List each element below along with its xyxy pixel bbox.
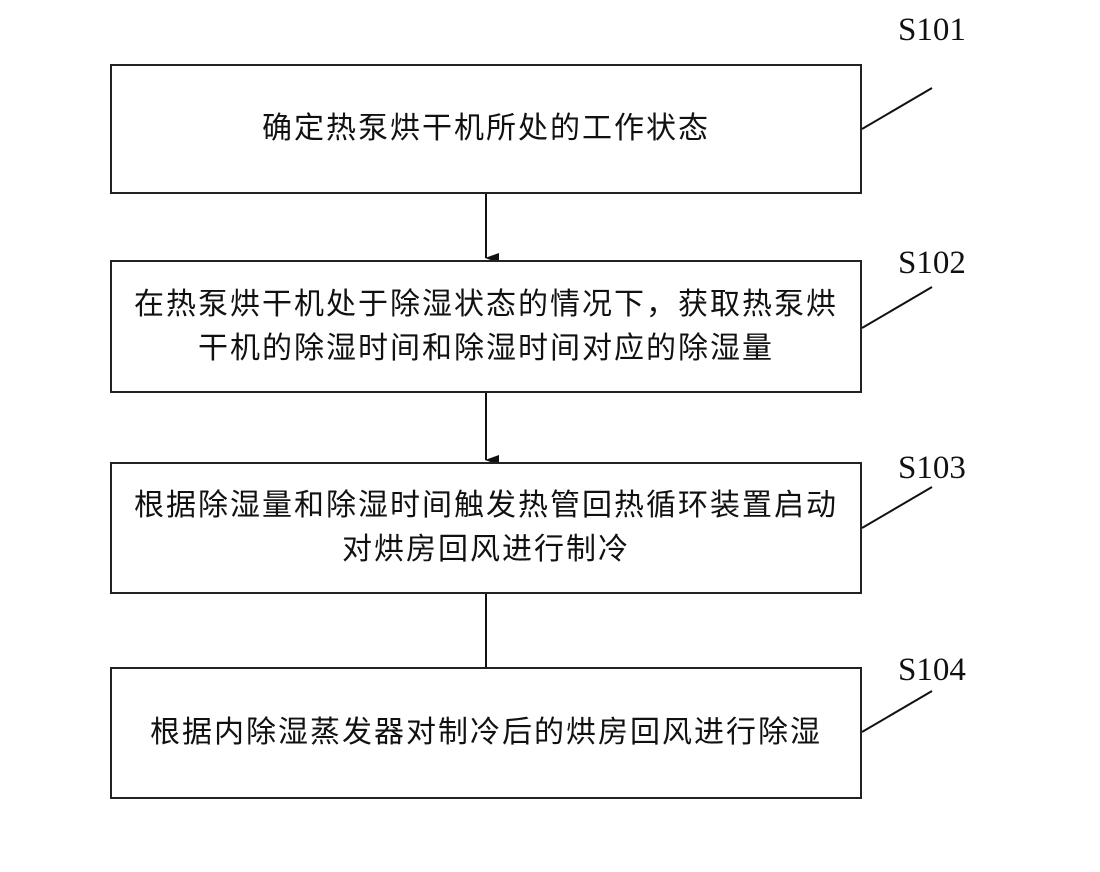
step-text-s103: 根据除湿量和除湿时间触发热管回热循环装置启动对烘房回风进行制冷: [134, 488, 838, 567]
step-box-s101: 确定热泵烘干机所处的工作状态: [110, 64, 862, 194]
step-label-s101: S101: [898, 12, 966, 48]
step-label-s103: S103: [898, 450, 966, 486]
step-box-s103: 根据除湿量和除湿时间触发热管回热循环装置启动对烘房回风进行制冷: [110, 462, 862, 594]
leader-s104: [861, 690, 933, 733]
step-text-s102: 在热泵烘干机处于除湿状态的情况下，获取热泵烘干机的除湿时间和除湿时间对应的除湿量: [134, 286, 838, 366]
step-label-s104: S104: [898, 652, 966, 688]
leader-s103: [861, 486, 933, 529]
step-label-s102: S102: [898, 245, 966, 281]
step-box-s102: 在热泵烘干机处于除湿状态的情况下，获取热泵烘干机的除湿时间和除湿时间对应的除湿量: [110, 260, 862, 393]
step-text-s104: 根据内除湿蒸发器对制冷后的烘房回风进行除湿: [150, 715, 822, 750]
step-box-s104: 根据内除湿蒸发器对制冷后的烘房回风进行除湿: [110, 667, 862, 799]
leader-s101: [861, 87, 933, 130]
leader-s102: [861, 286, 933, 329]
step-text-s101: 确定热泵烘干机所处的工作状态: [262, 111, 710, 146]
